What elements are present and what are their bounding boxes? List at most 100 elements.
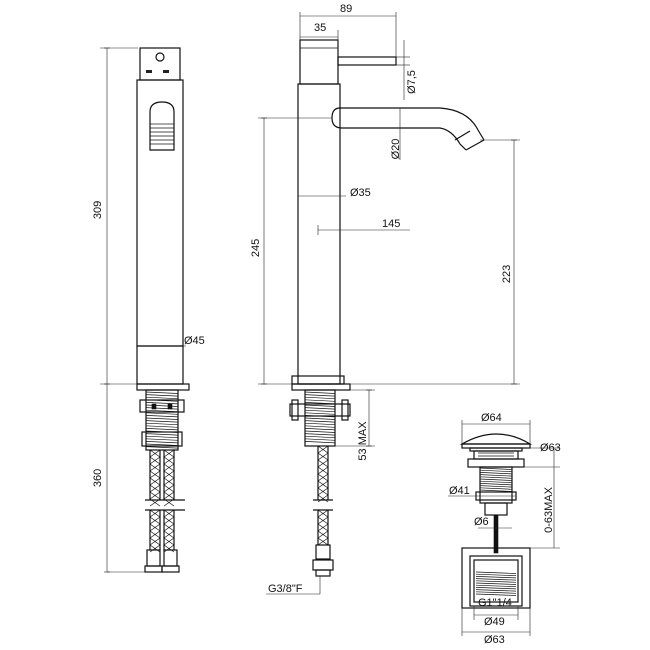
- detail-line: [475, 591, 517, 594]
- detail-line: [149, 449, 161, 458]
- detail-line: [145, 446, 179, 449]
- detail-line: [145, 438, 179, 441]
- detail-line: [149, 530, 161, 539]
- detail-line: [163, 463, 175, 472]
- detail-line: [304, 407, 336, 410]
- detail-line: [163, 523, 175, 532]
- detail-line: [304, 435, 336, 439]
- detail-line: [145, 433, 179, 436]
- detail-line: [145, 443, 179, 446]
- detail-line: [304, 394, 336, 397]
- detail-line: [304, 409, 336, 413]
- detail-line: [475, 576, 517, 579]
- detail-line: [149, 463, 161, 472]
- detail-line: [304, 417, 336, 420]
- detail-line: [317, 530, 329, 539]
- dim-d20: Ø20: [390, 139, 402, 160]
- detail-line: [479, 476, 513, 479]
- detail-line: [145, 407, 179, 410]
- detail-line: [479, 480, 513, 484]
- detail-line: [479, 483, 513, 486]
- detail-line: [304, 430, 336, 433]
- detail-line: [475, 573, 517, 577]
- detail-line: [304, 399, 336, 402]
- detail-line: [317, 516, 329, 525]
- detail-line: [149, 484, 161, 493]
- dim-53-max: 53 MAX: [357, 421, 369, 461]
- detail-line: [479, 474, 513, 477]
- faucet-side-view: 89 35 Ø7,5 Ø20 Ø35 145: [250, 3, 520, 595]
- detail-line: [149, 509, 161, 518]
- detail-line: [475, 587, 517, 590]
- dim-d6: Ø6: [474, 516, 489, 528]
- detail-line: [317, 494, 329, 503]
- detail-line: [145, 417, 179, 420]
- detail-line: [317, 523, 329, 532]
- detail-line: [317, 466, 329, 475]
- detail-line: [479, 485, 513, 488]
- dim-d45: Ø45: [184, 335, 205, 347]
- detail-line: [317, 480, 329, 489]
- detail-line: [304, 441, 336, 444]
- side-hose: [317, 445, 329, 546]
- label-g3-8f: G3/8"F: [268, 583, 303, 595]
- detail-line: [163, 544, 175, 553]
- detail-line: [475, 582, 517, 585]
- detail-line: [163, 509, 175, 518]
- detail-line: [475, 578, 517, 581]
- detail-line: [475, 584, 517, 588]
- detail-line: [163, 477, 175, 486]
- dim-d63-side: Ø63: [540, 442, 561, 454]
- dim-d63-bottom: Ø63: [484, 634, 505, 646]
- detail-line: [304, 428, 336, 431]
- dim-35: 35: [314, 22, 326, 34]
- detail-line: [163, 449, 175, 458]
- detail-line: [304, 412, 336, 415]
- detail-line: [475, 571, 517, 574]
- dim-145: 145: [382, 218, 400, 230]
- detail-line: [145, 425, 179, 428]
- detail-line: [149, 491, 161, 500]
- detail-line: [145, 415, 179, 418]
- dim-d64: Ø64: [481, 412, 502, 424]
- detail-line: [149, 537, 161, 546]
- detail-line: [304, 422, 336, 426]
- detail-line: [163, 537, 175, 546]
- detail-line: [317, 459, 329, 468]
- dim-360: 360: [92, 469, 104, 487]
- detail-line: [317, 509, 329, 518]
- detail-line: [304, 396, 336, 400]
- detail-line: [475, 593, 517, 596]
- detail-line: [304, 420, 336, 423]
- detail-line: [317, 537, 329, 546]
- detail-line: [149, 477, 161, 486]
- detail-line: [163, 470, 175, 479]
- dim-89: 89: [340, 3, 352, 15]
- flexible-hoses: [149, 449, 175, 553]
- detail-line: [145, 435, 179, 439]
- detail-line: [149, 470, 161, 479]
- detail-line: [317, 445, 329, 454]
- detail-line: [317, 473, 329, 482]
- detail-line: [149, 544, 161, 553]
- detail-line: [479, 467, 513, 470]
- detail-line: [145, 420, 179, 423]
- detail-line: [304, 404, 336, 407]
- detail-line: [145, 422, 179, 426]
- dim-d49: Ø49: [484, 616, 505, 628]
- detail-line: [479, 472, 513, 475]
- dim-0-63max: 0-63MAX: [543, 486, 555, 533]
- detail-line: [317, 452, 329, 461]
- detail-line: [145, 402, 179, 405]
- dim-d7-5: Ø7,5: [406, 70, 418, 94]
- detail-line: [475, 589, 517, 592]
- dim-d35: Ø35: [350, 187, 371, 199]
- detail-line: [145, 404, 179, 407]
- faucet-front-view: 309 360 Ø45: [92, 47, 205, 573]
- detail-line: [163, 456, 175, 465]
- detail-line: [479, 478, 513, 481]
- dim-d41: Ø41: [449, 485, 470, 497]
- detail-line: [479, 489, 513, 492]
- dim-245: 245: [250, 239, 262, 257]
